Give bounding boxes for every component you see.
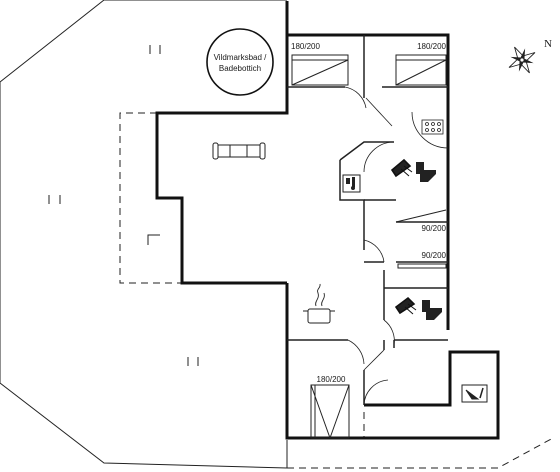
- bed-bedroom-1: [291, 54, 349, 86]
- terrace-dashed-lines: [119, 112, 554, 469]
- compass-north-label: N: [544, 38, 552, 50]
- bed-bedroom-2: [395, 54, 447, 86]
- sofa-icon: [212, 142, 266, 160]
- bed-single-1: [395, 209, 447, 223]
- shower-icon-bathroom-2: [394, 296, 417, 315]
- cooking-pot-icon: [303, 283, 335, 324]
- door-swings: [344, 86, 449, 406]
- hot-tub-label-line-1: Vildmarksbad /: [214, 53, 268, 62]
- bed-size-label-bedroom-2: 180/200: [417, 42, 446, 51]
- terrace-marks: [48, 45, 199, 366]
- sauna-icon: [461, 384, 488, 403]
- shower-icon-bathroom-1: [390, 158, 413, 178]
- compass-icon: [508, 46, 536, 74]
- hot-tub-label-line-2: Badebottich: [219, 64, 261, 73]
- bed-size-label-bedroom-1: 180/200: [291, 42, 320, 51]
- cooktop-icon: [421, 119, 444, 135]
- house-exterior-walls: [155, 1, 500, 440]
- bed-size-label-bottom: 180/200: [317, 375, 346, 384]
- washing-machine-icon: [342, 174, 361, 193]
- terrace-outline: [0, 0, 288, 469]
- house-interior-walls: [287, 35, 448, 405]
- bed-size-label-single-1: 90/200: [422, 224, 447, 233]
- bed-size-label-single-2: 90/200: [422, 251, 447, 260]
- bed-bottom-bedroom: [310, 384, 350, 439]
- toilet-icon-bathroom-2: [422, 300, 442, 320]
- toilet-icon-bathroom-1: [416, 162, 436, 182]
- hot-tub-circle: [206, 28, 274, 96]
- bed-single-2: [397, 263, 447, 269]
